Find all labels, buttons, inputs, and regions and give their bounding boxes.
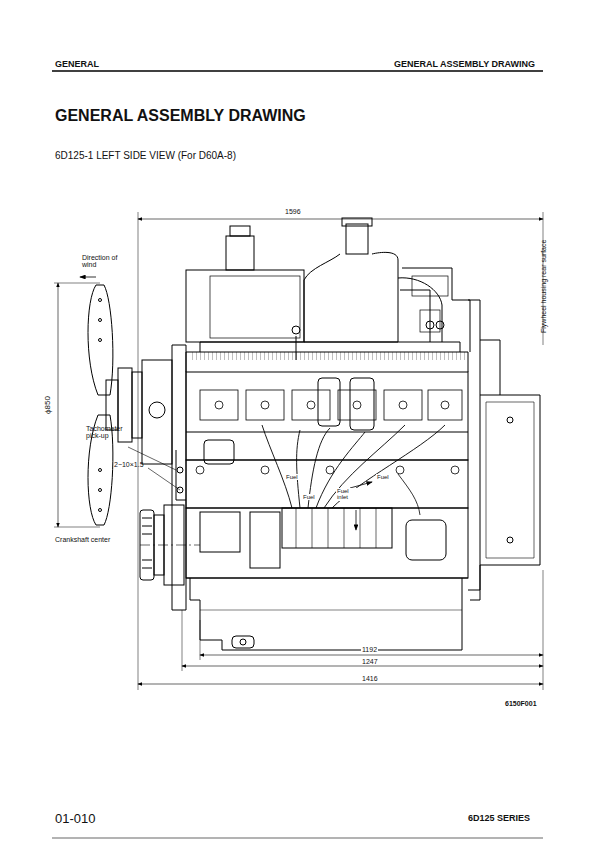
- thread-spec: 2−10×1.5: [114, 461, 144, 468]
- note: Crankshaft center: [55, 536, 110, 543]
- view-subtitle: 6D125-1 LEFT SIDE VIEW (For D60A-8): [55, 151, 236, 162]
- pipe-label: Fuel inlet: [336, 488, 362, 501]
- dimension: 1192: [361, 646, 378, 653]
- series-name: 6D125 SERIES: [468, 814, 530, 823]
- dimension: 1596: [284, 208, 302, 215]
- drawing-number: 6150F001: [505, 700, 537, 707]
- pipe-label: Fuel: [302, 494, 316, 500]
- note: Direction of wind: [82, 254, 128, 269]
- dimension: 1247: [361, 658, 379, 665]
- title: GENERAL ASSEMBLY DRAWING: [55, 108, 306, 125]
- part-name: Tachometer pick-up: [86, 425, 138, 440]
- pipe-label: Fuel: [376, 474, 390, 480]
- dimension: 1416: [361, 675, 379, 682]
- dimension: ϕ850: [44, 395, 52, 415]
- page-header: GENERAL ASSEMBLY DRAWING: [394, 60, 535, 69]
- page-header: GENERAL: [55, 60, 99, 69]
- note: Flywheel housing rear surface: [540, 240, 547, 333]
- page-number: 01-010: [55, 812, 95, 826]
- pipe-label: Fuel: [285, 474, 299, 480]
